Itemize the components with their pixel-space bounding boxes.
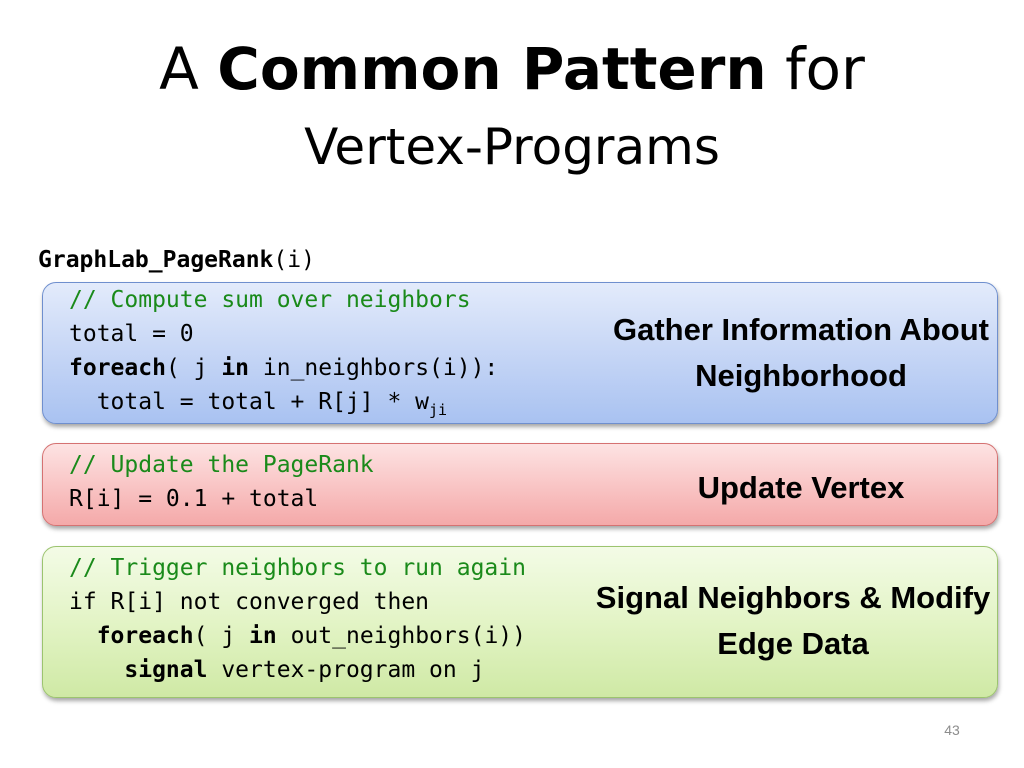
gather-update-line: total = total + R[j] * w	[69, 389, 430, 415]
gather-foreach-tail: in_neighbors(i)):	[249, 355, 499, 381]
update-caption: Update Vertex	[697, 470, 905, 505]
update-line: R[i] = 0.1 + total	[69, 486, 319, 512]
signal-comment: // Trigger neighbors to run again	[69, 555, 526, 581]
signal-indent-2	[69, 657, 124, 683]
gather-code: // Compute sum over neighbors total = 0 …	[69, 283, 498, 427]
function-args: (i)	[273, 247, 315, 273]
in-keyword: in	[249, 623, 277, 649]
foreach-keyword: foreach	[69, 355, 166, 381]
gather-init-line: total = 0	[69, 321, 194, 347]
foreach-keyword: foreach	[96, 623, 194, 649]
function-signature: GraphLab_PageRank(i)	[38, 243, 315, 277]
slide-title-line1: A Common Pattern for	[0, 36, 1024, 102]
in-keyword: in	[221, 355, 250, 381]
signal-tail: vertex-program on j	[207, 657, 485, 683]
signal-code: // Trigger neighbors to run again if R[i…	[69, 551, 526, 687]
gather-comment: // Compute sum over neighbors	[69, 287, 471, 313]
signal-indent-1	[69, 623, 97, 649]
slide-number: 43	[944, 722, 960, 738]
signal-if-line: if R[i] not converged then	[69, 589, 430, 615]
signal-caption: Signal Neighbors & Modify Edge Data	[595, 580, 991, 661]
signal-panel: // Trigger neighbors to run again if R[i…	[42, 546, 998, 698]
update-panel: // Update the PageRank R[i] = 0.1 + tota…	[42, 443, 998, 526]
signal-foreach-tail: out_neighbors(i))	[276, 623, 526, 649]
gather-caption: Gather Information About Neighborhood	[613, 312, 989, 393]
slide-title-line2: Vertex-Programs	[304, 118, 720, 176]
signal-foreach-mid: ( j	[193, 623, 250, 649]
update-comment: // Update the PageRank	[69, 452, 374, 478]
update-code: // Update the PageRank R[i] = 0.1 + tota…	[69, 448, 374, 516]
title-emphasis: Common Pattern	[217, 35, 767, 103]
signal-keyword: signal	[124, 657, 208, 683]
title-prefix: A	[159, 35, 199, 103]
weight-subscript: ji	[429, 401, 448, 419]
gather-panel: // Compute sum over neighbors total = 0 …	[42, 282, 998, 424]
gather-foreach-mid: ( j	[165, 355, 222, 381]
function-name: GraphLab_PageRank	[38, 247, 274, 273]
title-suffix: for	[785, 35, 865, 103]
